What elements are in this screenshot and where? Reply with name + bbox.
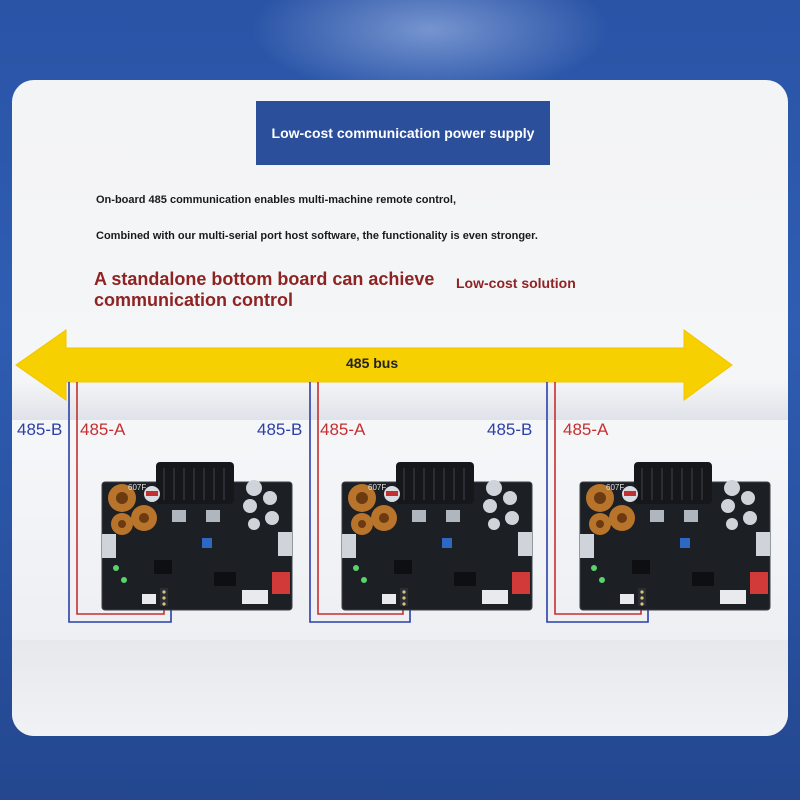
module-1-label-a: 485-A — [80, 420, 126, 439]
module-3-label-a: 485-A — [563, 420, 609, 439]
module-2-board-marking: 607F — [368, 483, 386, 492]
bus-arrow — [15, 329, 733, 401]
module-3-board: 607F — [579, 461, 771, 611]
module-2-label-a: 485-A — [320, 420, 366, 439]
description-line-1: On-board 485 communication enables multi… — [96, 194, 457, 206]
highlight-title: A standalone bottom board can achieve co… — [94, 269, 435, 310]
description-line-2: Combined with our multi-serial port host… — [96, 230, 538, 242]
module-1-label-b: 485-B — [17, 420, 63, 439]
bus-label: 485 bus — [346, 355, 399, 371]
module-2-board: 607F — [341, 461, 533, 611]
page-title: Low-cost communication power supply — [256, 101, 550, 165]
shelf-shadow — [12, 380, 788, 420]
module-3-label-b: 485-B — [487, 420, 533, 439]
highlight-subtitle: Low-cost solution — [456, 275, 576, 291]
module-1-board-marking: 607F — [128, 483, 146, 492]
module-1-board: 607F — [101, 461, 293, 611]
floor-surface — [12, 640, 788, 736]
module-3-board-marking: 607F — [606, 483, 624, 492]
module-2-label-b: 485-B — [257, 420, 303, 439]
content-panel — [12, 80, 788, 736]
